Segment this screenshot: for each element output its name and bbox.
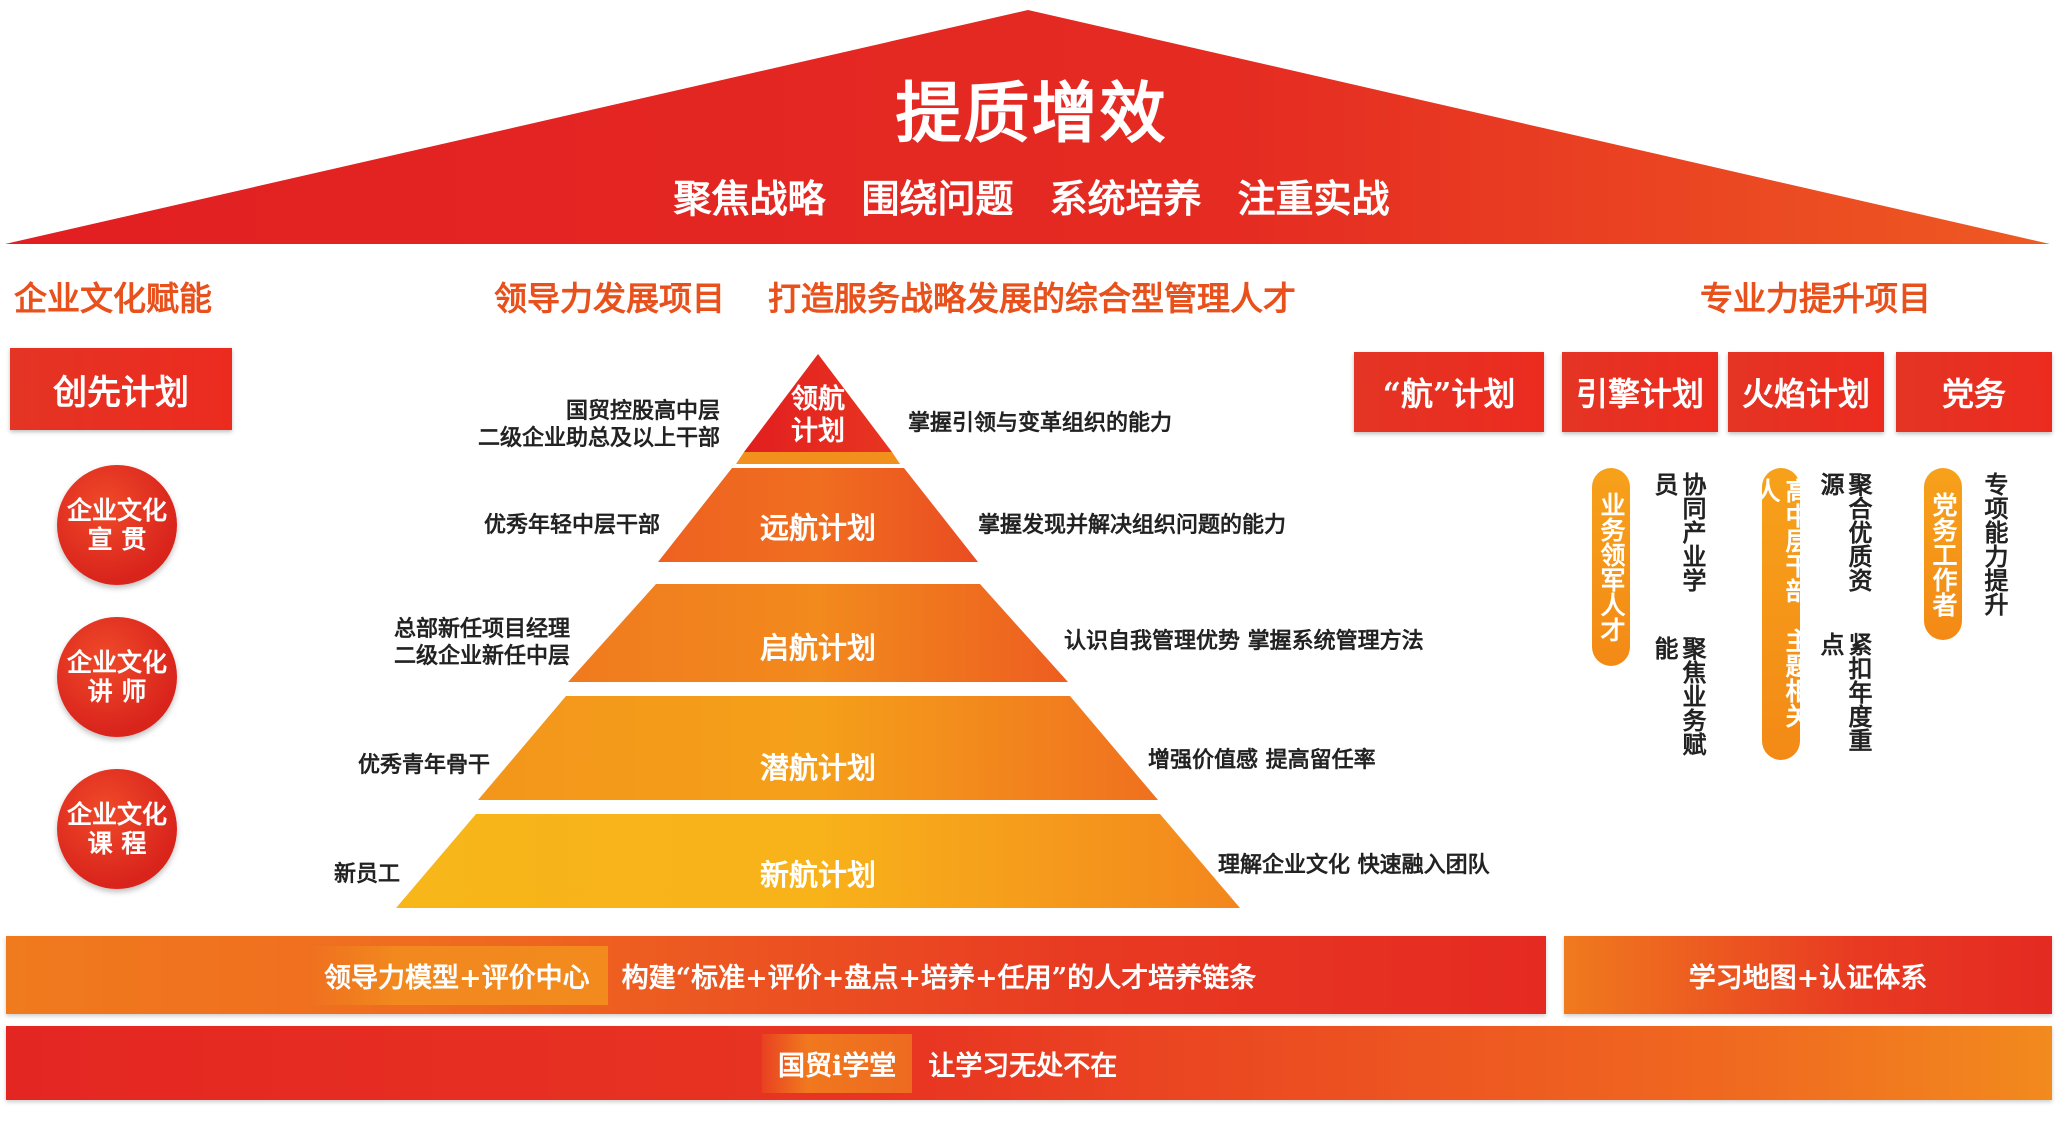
- party-pill: 党务工作者: [1924, 468, 1962, 640]
- tier-2-audience: 优秀年轻中层干部: [483, 512, 660, 538]
- pyramid-tier-4: [478, 696, 1158, 800]
- roof-title: 提质增效: [895, 74, 1168, 152]
- left-heading: 企业文化赋能: [14, 279, 212, 318]
- right-box-hang: “航”计划: [1354, 352, 1544, 432]
- engine-pill: 业务领军人才: [1592, 468, 1630, 666]
- engine-text-1: 协同产业学员: [1650, 472, 1707, 592]
- roof-subtitles: 聚焦战略 围绕问题 系统培养 注重实战: [0, 168, 2063, 223]
- bottom-bar-3: 国贸i学堂 让学习无处不在: [6, 1026, 2052, 1100]
- tier-1-label: 领航 计划: [768, 384, 868, 448]
- right-box-engine: 引擎计划: [1562, 352, 1718, 432]
- tier-1-audience-line1: 国贸控股高中层: [565, 398, 720, 424]
- roof-subtitle-2: 围绕问题: [861, 176, 1014, 221]
- culture-circle-2-line2: 讲 师: [87, 677, 147, 706]
- tier-4-label: 潜航计划: [759, 751, 876, 785]
- tier-2-label: 远航计划: [759, 511, 876, 545]
- roof-subtitle-4: 注重实战: [1237, 176, 1390, 221]
- center-heading: 领导力发展项目: [494, 279, 725, 318]
- tier-3-audience-line2: 二级企业新任中层: [393, 643, 570, 669]
- engine-text-2: 聚焦业务赋能: [1650, 636, 1707, 756]
- culture-circle-3-line2: 课 程: [87, 829, 147, 858]
- bottom-bar-2: 学习地图+认证体系: [1564, 936, 2052, 1014]
- party-text-1: 专项能力提升: [1980, 472, 2009, 616]
- bottom-bar-1: 领导力模型+评价中心 构建“标准+评价+盘点+培养+任用”的人才培养链条: [6, 936, 1546, 1014]
- bottom-bar-1-tag: 领导力模型+评价中心: [306, 945, 608, 1005]
- pyramid-band-1: [736, 452, 900, 464]
- tier-4-audience: 优秀青年骨干: [357, 752, 490, 778]
- tier-2-goal: 掌握发现并解决组织问题的能力: [978, 512, 1287, 538]
- right-box-flame: 火焰计划: [1728, 352, 1884, 432]
- left-plan-box: 创先计划: [10, 348, 232, 430]
- tier-3-audience-line1: 总部新任项目经理: [393, 616, 570, 642]
- tier-5-goal: 理解企业文化 快速融入团队: [1218, 852, 1490, 878]
- bottom-bar-3-text: 让学习无处不在: [928, 1050, 1118, 1082]
- flame-pill: 高中层干部、主题相关人: [1752, 468, 1811, 760]
- tier-3-label: 启航计划: [759, 631, 876, 665]
- bottom-bar-1-text: 构建“标准+评价+盘点+培养+任用”的人才培养链条: [621, 962, 1257, 994]
- tier-1-label-line2: 计划: [791, 416, 845, 447]
- tier-1-audience: 国贸控股高中层 二级企业助总及以上干部: [420, 398, 720, 452]
- tier-5-label: 新航计划: [759, 858, 876, 892]
- tier-4-goal: 增强价值感 提高留任率: [1148, 747, 1376, 773]
- culture-circle-1: 企业文化 宣 贯: [57, 465, 177, 585]
- right-box-party: 党务: [1896, 352, 2052, 432]
- culture-circle-2: 企业文化 讲 师: [57, 617, 177, 737]
- pyramid-tier-3: [568, 584, 1068, 682]
- tier-3-goal: 认识自我管理优势 掌握系统管理方法: [1064, 628, 1424, 654]
- roof-subtitle-3: 系统培养: [1049, 176, 1202, 221]
- pyramid-tier-2: [658, 468, 978, 562]
- tier-3-audience: 总部新任项目经理 二级企业新任中层: [270, 616, 570, 670]
- pyramid: [396, 354, 1240, 908]
- culture-circle-3-line1: 企业文化: [66, 800, 167, 829]
- culture-circle-1-line2: 宣 贯: [87, 525, 147, 554]
- tier-1-goal: 掌握引领与变革组织的能力: [908, 410, 1173, 436]
- culture-circle-2-line1: 企业文化: [66, 648, 167, 677]
- flame-text-1: 聚合优质资源: [1816, 472, 1873, 592]
- pyramid-tier-5: [396, 814, 1240, 908]
- roof-subtitle-1: 聚焦战略: [673, 176, 826, 221]
- pyramid-tier-1: [744, 354, 892, 452]
- tier-1-audience-line2: 二级企业助总及以上干部: [477, 425, 720, 451]
- tier-1-label-line1: 领航: [791, 384, 845, 415]
- bottom-bar-3-tag: 国贸i学堂: [762, 1033, 913, 1093]
- tier-5-audience: 新员工: [333, 861, 400, 887]
- culture-circle-1-line1: 企业文化: [66, 496, 167, 525]
- roof-shape: [5, 10, 2050, 244]
- right-heading: 专业力提升项目: [1700, 279, 1931, 318]
- flame-text-2: 紧扣年度重点: [1816, 632, 1873, 752]
- culture-circle-3: 企业文化 课 程: [57, 769, 177, 889]
- center-subheading: 打造服务战略发展的综合型管理人才: [768, 279, 1296, 318]
